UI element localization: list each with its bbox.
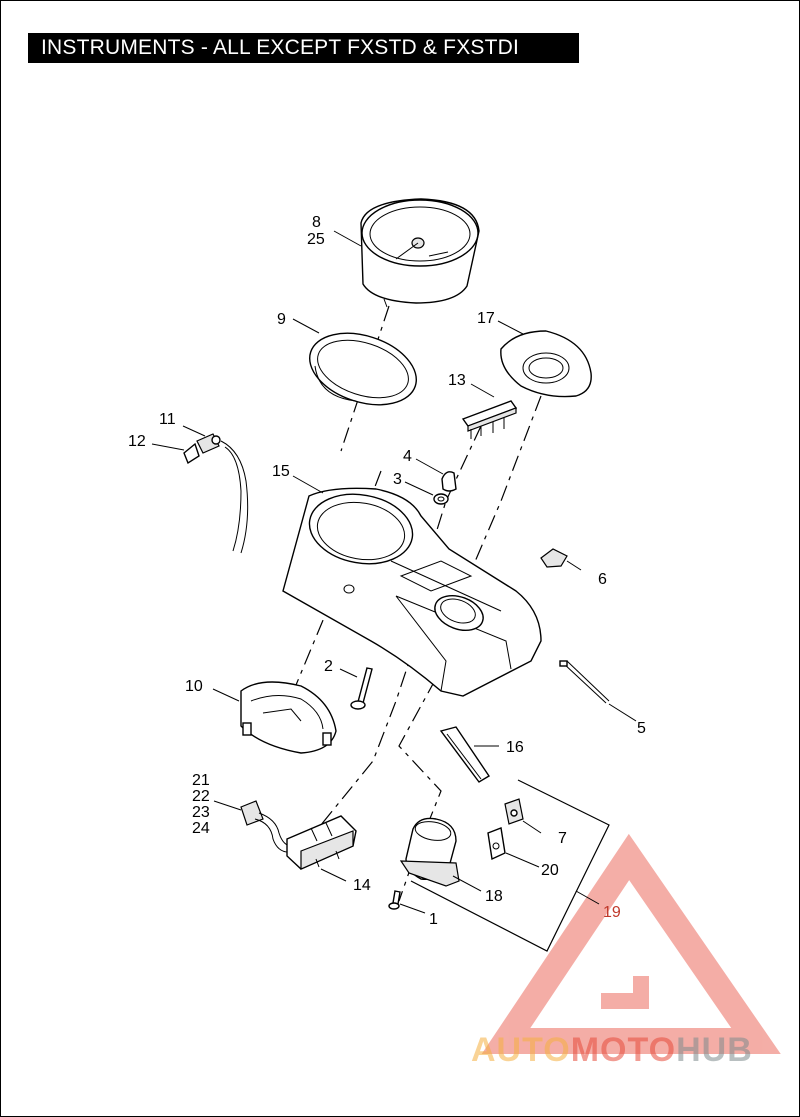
mounting-screw-long [350,667,373,710]
callout-14: 14 [353,877,371,894]
ignition-switch [399,817,460,887]
callout-9: 9 [277,311,286,328]
triangle-a-logo-icon [481,833,781,1054]
grommet-and-washer [433,471,457,505]
callout-21: 21 [192,772,210,789]
callout-3: 3 [393,471,402,488]
switch-and-bracket [487,798,524,861]
cable-strap [559,660,610,704]
instrument-module [286,815,357,870]
callout-11: 11 [159,411,176,428]
callout-15: 15 [272,463,290,480]
instrument-console [282,487,542,697]
callout-20: 20 [541,862,559,879]
page-title: INSTRUMENTS - ALL EXCEPT FXSTD & FXSTDI [28,33,579,63]
mounting-screw-short [388,890,401,910]
callout-22: 22 [192,788,210,805]
callout-13: 13 [448,372,466,389]
lamp-socket-assembly [183,433,249,554]
callout-1: 1 [429,911,438,928]
callout-23: 23 [192,804,210,821]
callout-18: 18 [485,888,503,905]
callout-4: 4 [403,448,412,465]
indicator-lamp-bar [461,400,518,439]
watermark-part-hub: HUB [676,1031,753,1069]
callout-5: 5 [637,720,646,737]
retaining-clip [540,548,568,568]
watermark-wordmark: AUTOMOTOHUB [471,1031,753,1079]
callout-2: 2 [324,658,333,675]
callout-10: 10 [185,678,203,695]
speedometer-gauge [360,198,480,308]
circuit-board-strip [439,726,490,783]
callout-19: 19 [603,904,621,921]
watermark-part-moto: MOTO [570,1031,677,1069]
switch-kit-bracket-19 [410,779,610,952]
gauge-bezel-ring [309,332,417,406]
callout-17: 17 [477,310,495,327]
callout-7: 7 [558,830,567,847]
callout-16: 16 [506,739,524,756]
watermark-part-auto: AUTO [471,1031,571,1069]
leader-lines [151,230,637,914]
callout-25: 25 [307,231,325,248]
callout-labels: 8 25 9 17 13 11 12 4 3 15 6 2 5 10 16 21… [128,214,646,928]
console-decal [500,330,592,398]
callout-12: 12 [128,433,146,450]
callout-24: 24 [192,820,210,837]
callout-6: 6 [598,571,607,588]
gauge-mounting-bracket [240,681,337,754]
callout-8: 8 [312,214,321,231]
